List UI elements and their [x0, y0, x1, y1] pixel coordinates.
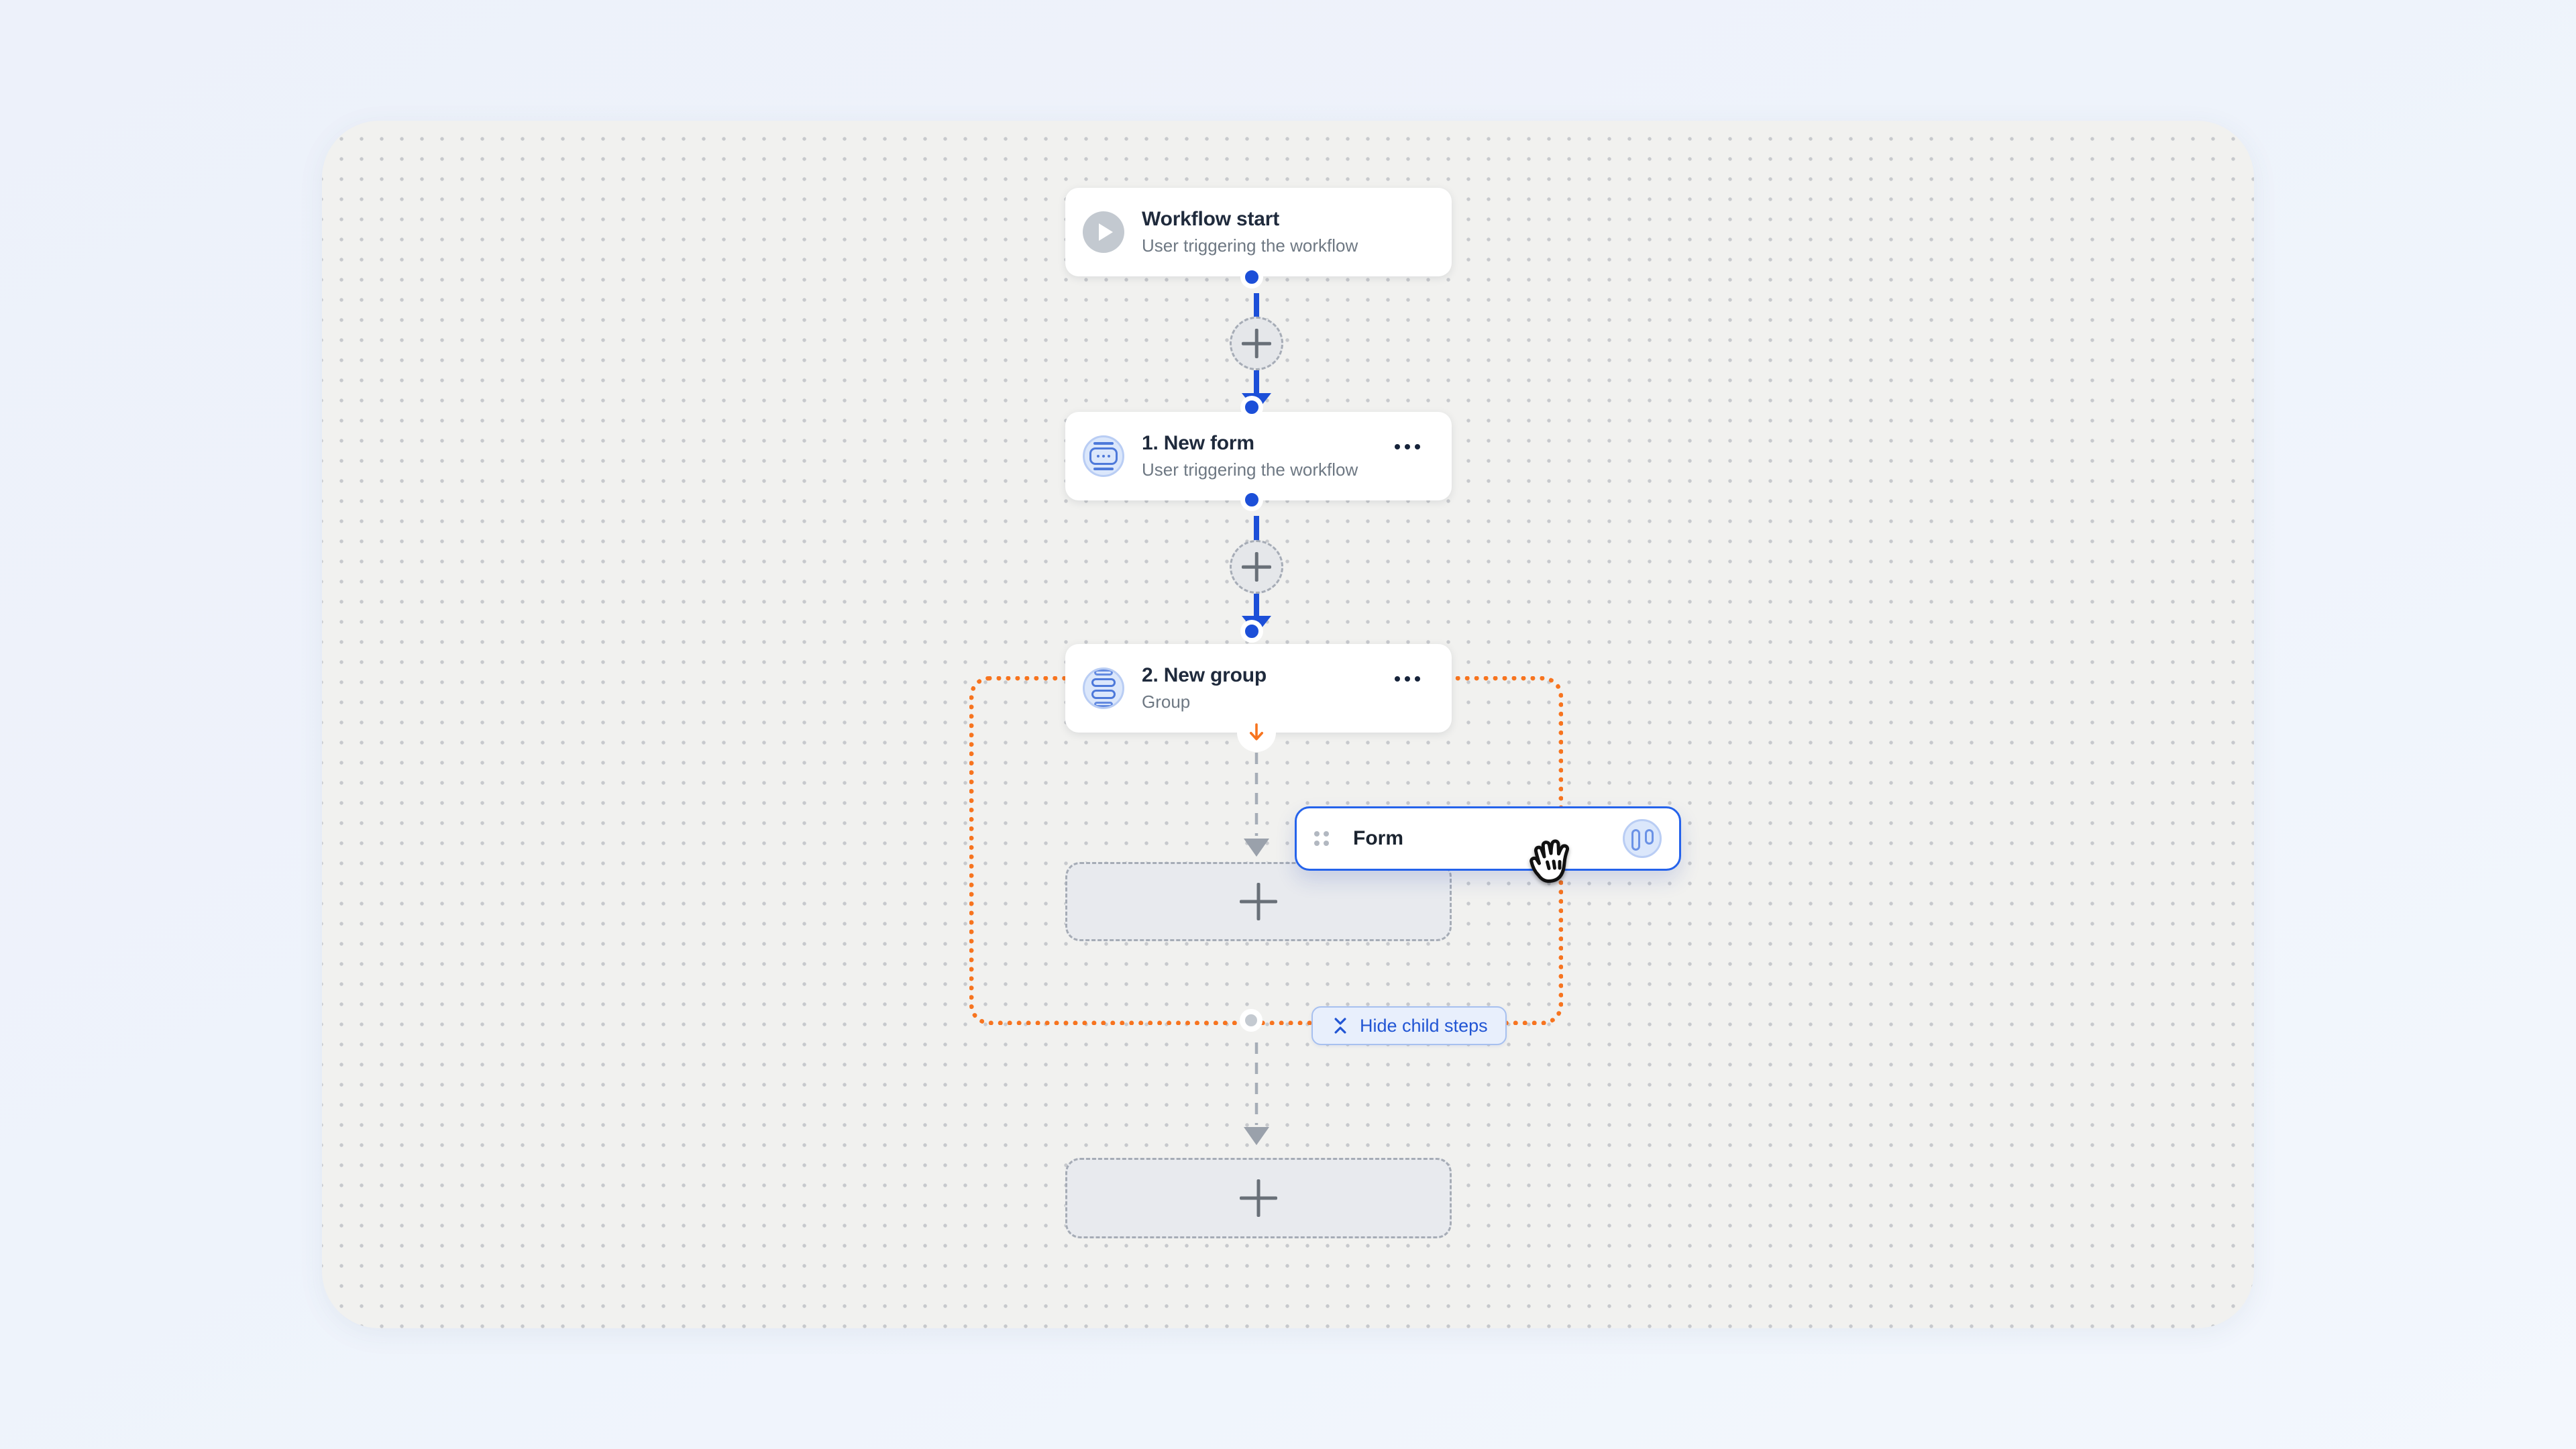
connector-port-in-step2[interactable]	[1245, 625, 1258, 638]
node-title: 2. New group	[1142, 664, 1267, 687]
workflow-canvas[interactable]: Workflow start User triggering the workf…	[322, 121, 2254, 1328]
dropzone-inside-group[interactable]	[1065, 862, 1452, 941]
play-icon	[1083, 211, 1124, 253]
dragged-item-label: Form	[1353, 827, 1403, 849]
node-texts: 2. New group Group	[1142, 663, 1434, 713]
drag-handle-icon[interactable]	[1314, 831, 1329, 846]
plus-icon	[1240, 1179, 1277, 1217]
connector-port-in-step1[interactable]	[1245, 400, 1258, 414]
group-entry-point	[1237, 713, 1276, 752]
node-step-1-new-form[interactable]: 1. New form User triggering the workflow	[1065, 412, 1452, 500]
hide-child-steps-label: Hide child steps	[1360, 1015, 1488, 1036]
node-subtitle: User triggering the workflow	[1142, 235, 1358, 256]
arrowhead-gray-2	[1244, 1127, 1269, 1145]
group-bottom-port	[1245, 1014, 1257, 1026]
node-subtitle: User triggering the workflow	[1142, 459, 1358, 480]
node-texts: 1. New form User triggering the workflow	[1142, 431, 1434, 481]
node-title: Workflow start	[1142, 208, 1280, 231]
collapse-vertical-icon	[1334, 1018, 1346, 1034]
node-subtitle: Group	[1142, 691, 1191, 712]
dragged-form-item[interactable]: Form	[1295, 806, 1681, 871]
more-menu-icon[interactable]	[1389, 669, 1426, 688]
hide-child-steps-button[interactable]: Hide child steps	[1311, 1006, 1507, 1045]
connector-port-out-start[interactable]	[1245, 270, 1258, 284]
grabbing-hand-cursor	[1529, 839, 1570, 883]
form-step-icon	[1083, 435, 1124, 477]
plus-icon	[1242, 552, 1271, 582]
connector-port-out-step1[interactable]	[1245, 493, 1258, 506]
insert-step-button-2[interactable]	[1230, 540, 1283, 594]
dropzone-after-group[interactable]	[1065, 1158, 1452, 1238]
orange-down-arrow-icon	[1249, 723, 1264, 741]
insert-step-button-1[interactable]	[1230, 317, 1283, 370]
node-step-2-new-group[interactable]: 2. New group Group	[1065, 644, 1452, 733]
plus-icon	[1242, 329, 1271, 358]
more-menu-icon[interactable]	[1389, 437, 1426, 456]
node-workflow-start[interactable]: Workflow start User triggering the workf…	[1065, 188, 1452, 276]
form-fields-icon	[1623, 819, 1662, 858]
node-title: 1. New form	[1142, 432, 1254, 455]
plus-icon	[1240, 883, 1277, 920]
node-texts: Workflow start User triggering the workf…	[1142, 207, 1434, 257]
group-step-icon	[1083, 667, 1124, 709]
